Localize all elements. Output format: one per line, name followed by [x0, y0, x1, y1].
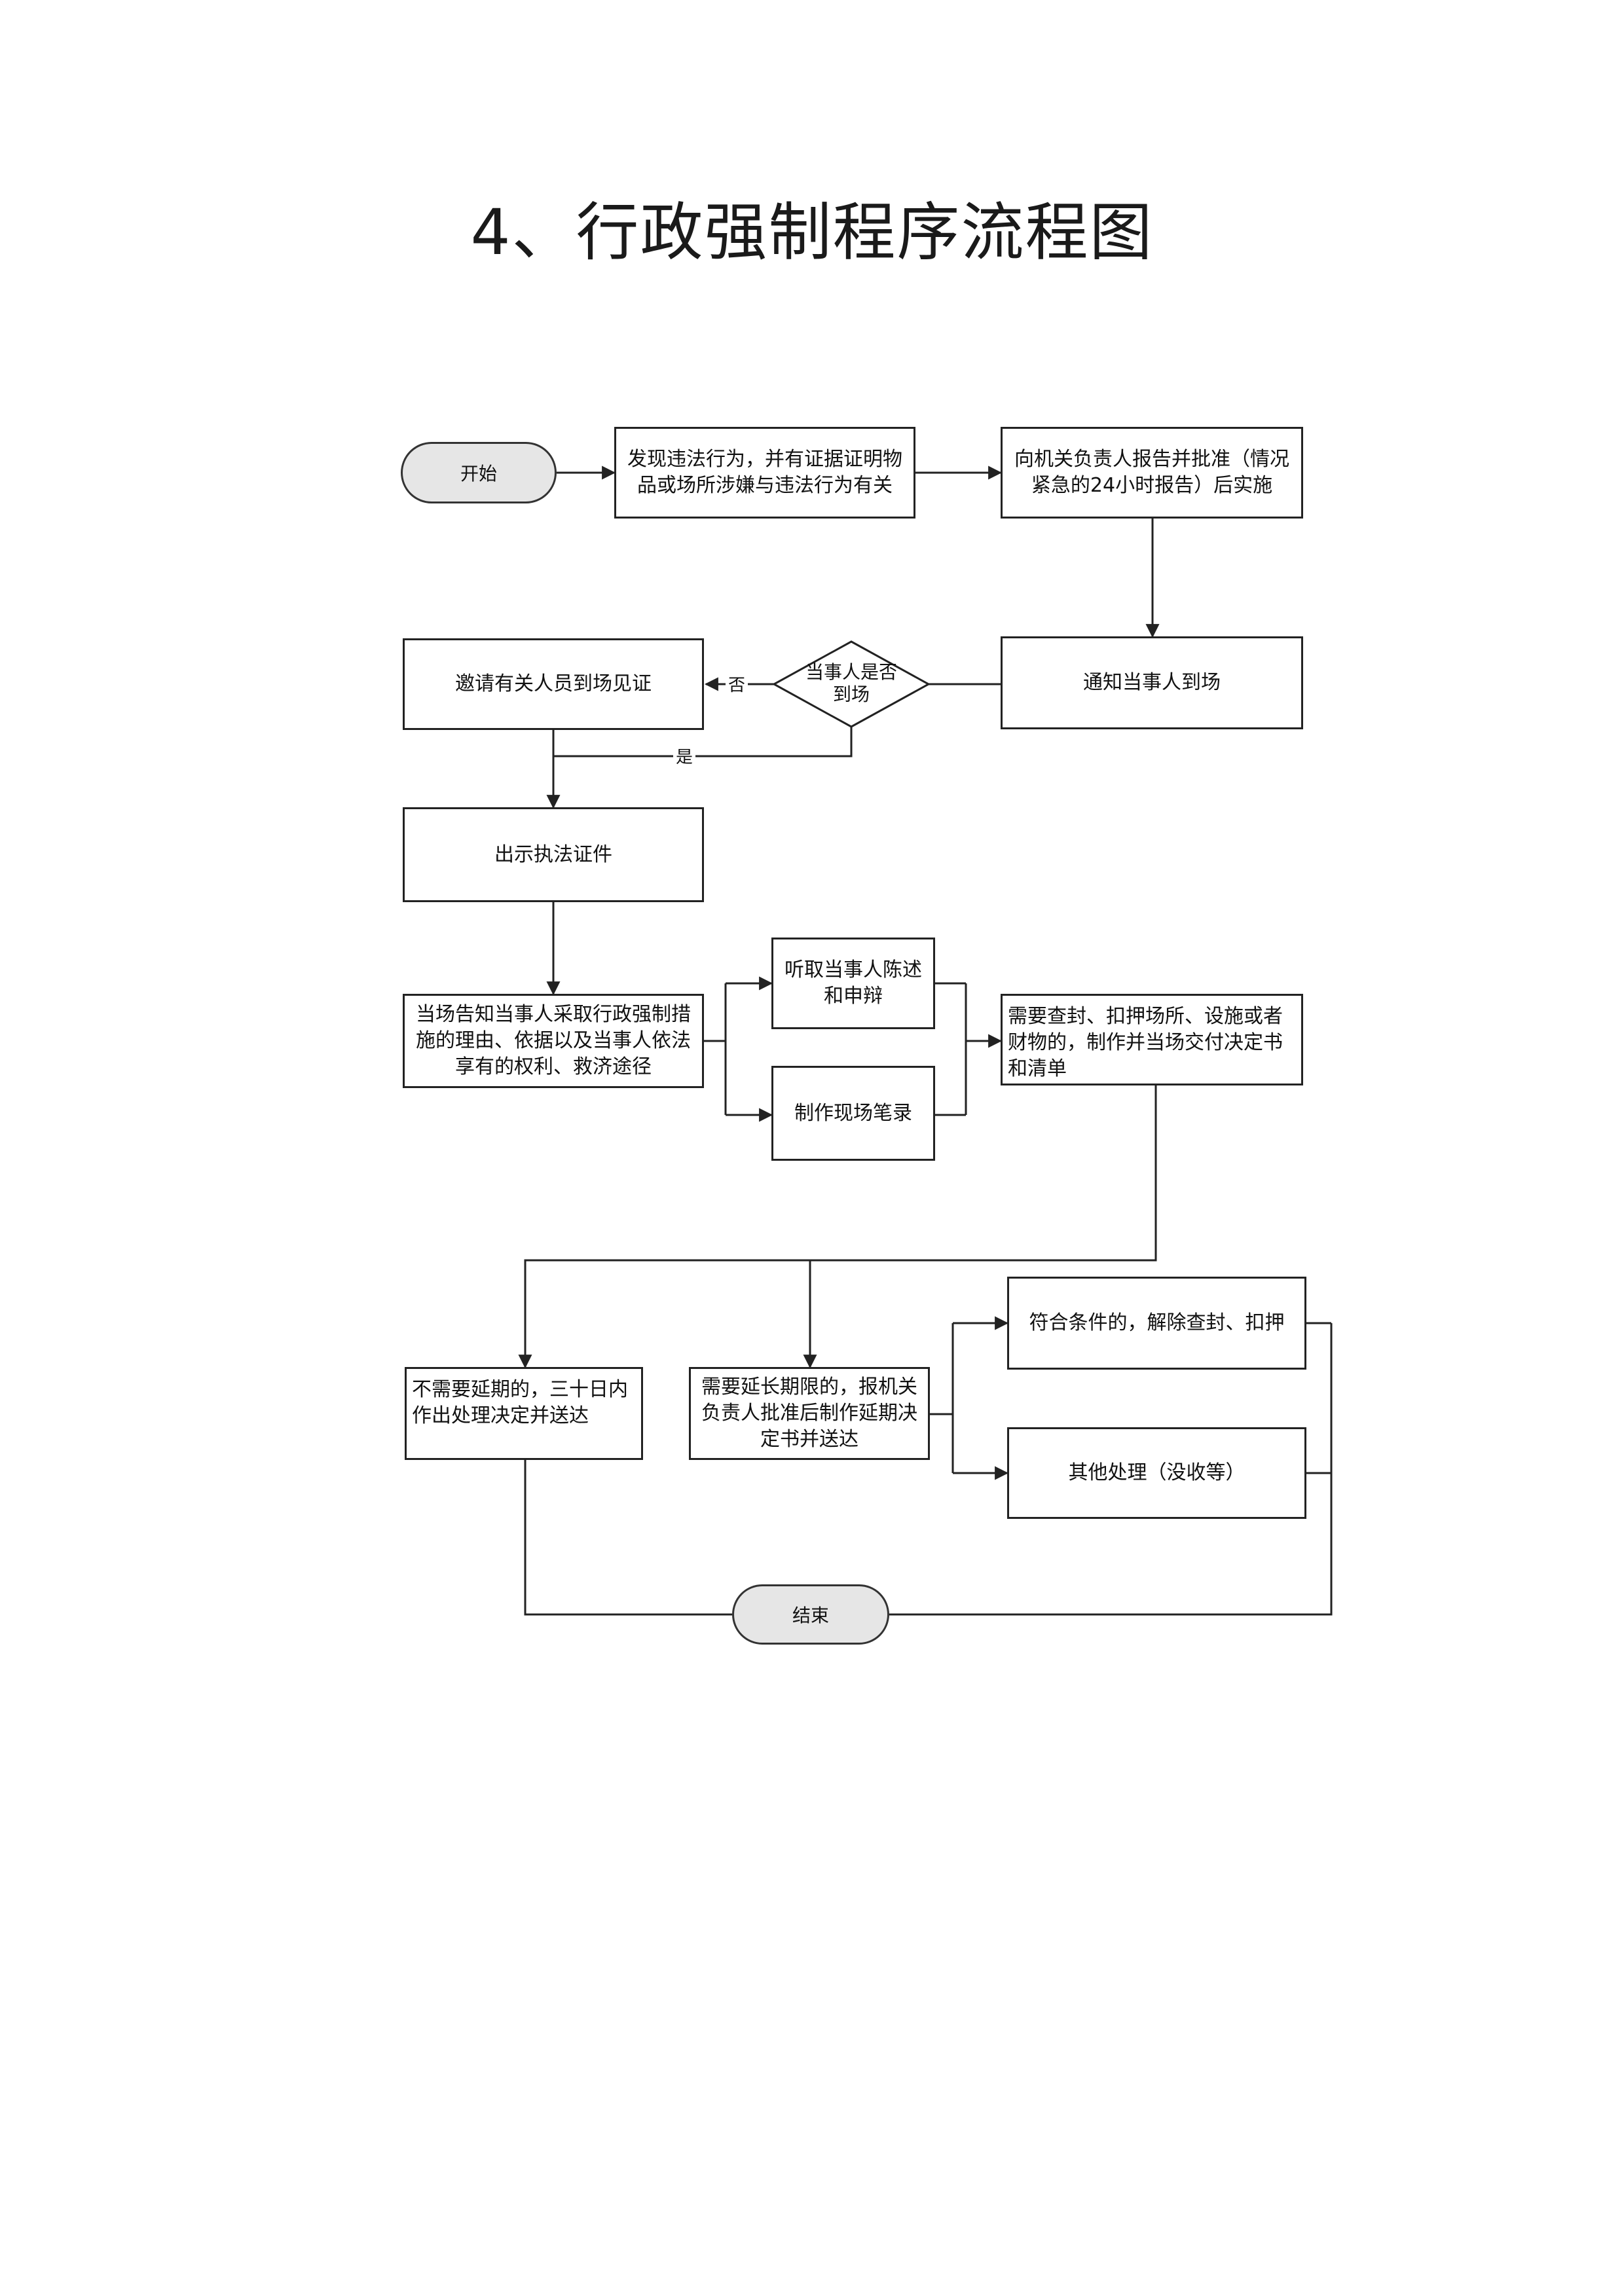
edge-noext-end	[524, 1460, 732, 1616]
notify-box: 通知当事人到场	[1001, 636, 1303, 729]
no-extension-box: 不需要延期的，三十日内作出处理决定并送达	[405, 1367, 643, 1460]
release-box: 符合条件的，解除查封、扣押	[1007, 1277, 1306, 1370]
make-record-box: 制作现场笔录	[771, 1066, 935, 1161]
inform-box: 当场告知当事人采取行政强制措施的理由、依据以及当事人依法享有的权利、救济途径	[403, 994, 704, 1088]
start-terminal: 开始	[401, 442, 557, 503]
hear-statement-box: 听取当事人陈述和申辩	[771, 938, 935, 1029]
end-terminal: 结束	[732, 1584, 889, 1645]
edge-label-no: 否	[726, 672, 748, 696]
invite-witness-box: 邀请有关人员到场见证	[403, 638, 704, 730]
report-box: 向机关负责人报告并批准（情况紧急的24小时报告）后实施	[1001, 427, 1303, 519]
show-id-box: 出示执法证件	[403, 807, 704, 902]
edge-decision-yes	[553, 727, 853, 757]
other-box: 其他处理（没收等）	[1007, 1427, 1306, 1519]
decision-diamond	[771, 640, 931, 728]
edge-label-yes: 是	[673, 744, 696, 768]
page-title: 4、行政强制程序流程图	[470, 196, 1154, 269]
decision-label: 当事人是否到场	[805, 661, 897, 705]
seal-detain-box: 需要查封、扣押场所、设施或者财物的，制作并当场交付决定书和清单	[1001, 994, 1303, 1085]
edge-rail-end	[889, 1323, 1333, 1616]
extension-box: 需要延长期限的，报机关负责人批准后制作延期决定书并送达	[689, 1367, 930, 1460]
edge-seal-branch	[518, 1085, 1157, 1369]
discover-box: 发现违法行为，并有证据证明物品或场所涉嫌与违法行为有关	[614, 427, 915, 519]
